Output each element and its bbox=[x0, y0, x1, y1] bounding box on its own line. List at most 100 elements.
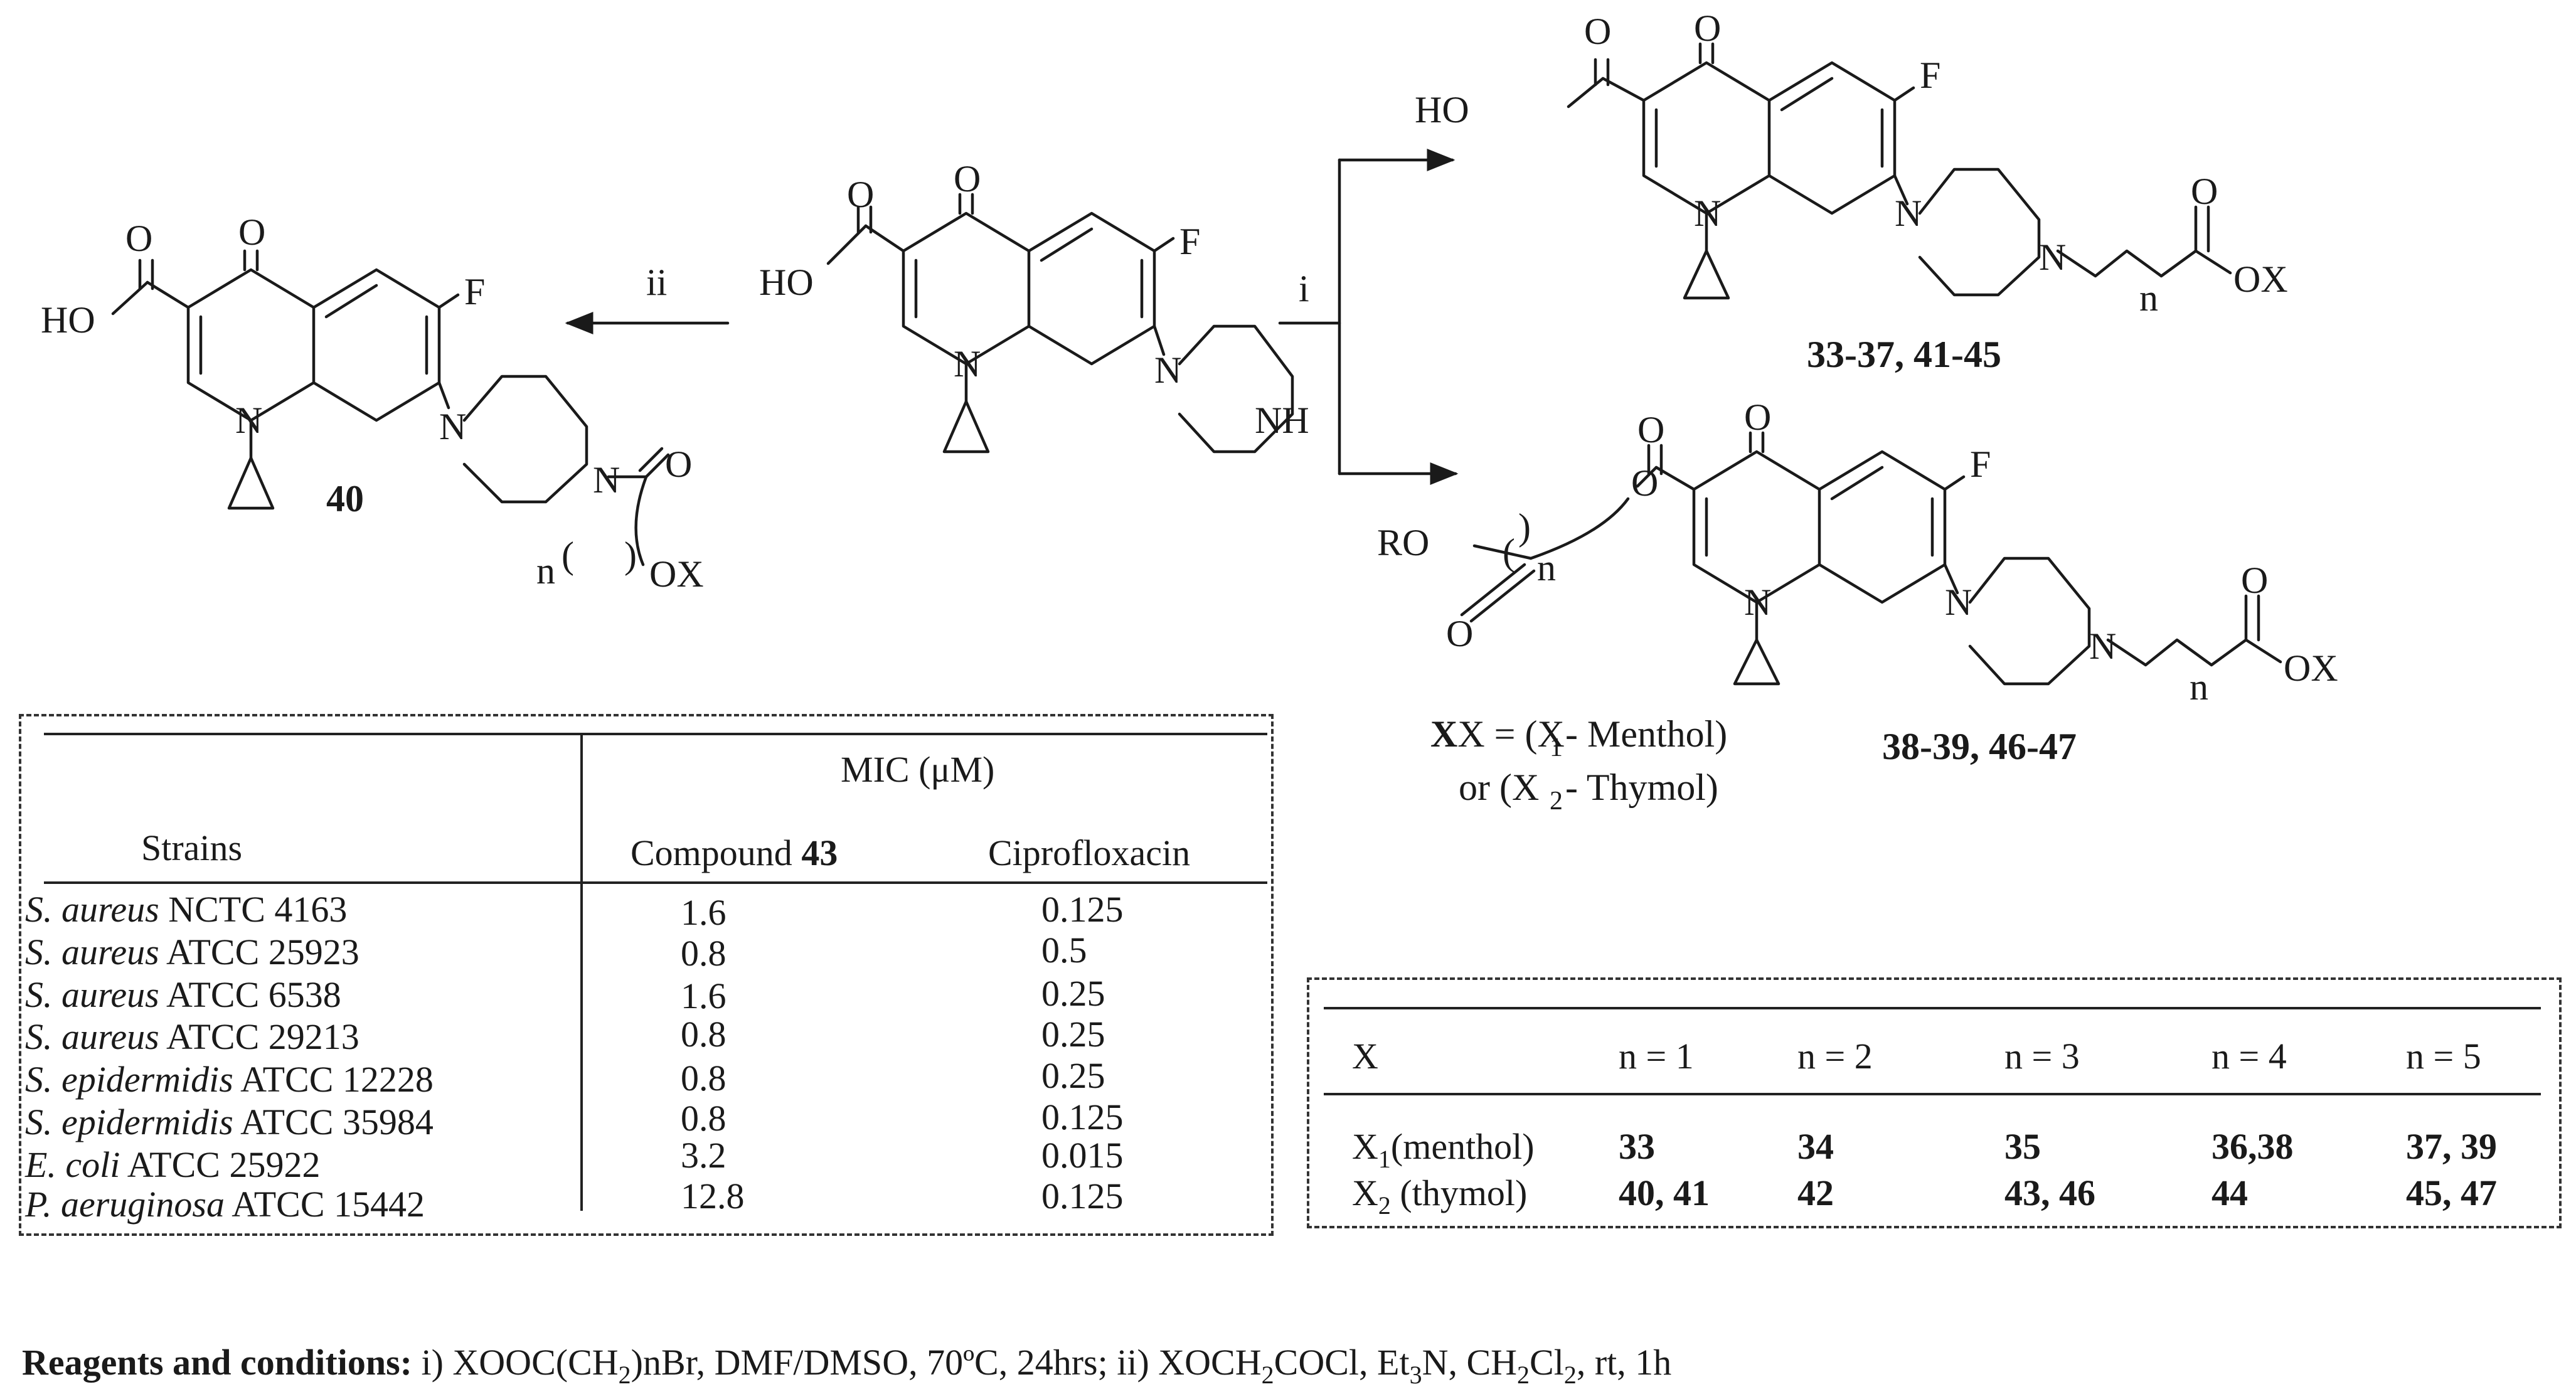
o-label: O bbox=[1631, 462, 1658, 504]
strain-cell: S. epidermidis ATCC 35984 bbox=[25, 1102, 434, 1142]
strain-cell: P. aeruginosa ATCC 15442 bbox=[25, 1184, 425, 1225]
mic-table-box bbox=[19, 714, 1274, 1236]
series-col-n2: n = 2 bbox=[1797, 1036, 1873, 1077]
series-cell: 35 bbox=[2004, 1126, 2041, 1167]
nh-label: NH bbox=[1255, 400, 1309, 441]
series-col-n1: n = 1 bbox=[1619, 1036, 1694, 1077]
strain-cell: S. epidermidis ATCC 12228 bbox=[25, 1059, 434, 1100]
reaction-arrow-i bbox=[1278, 149, 1459, 485]
compound-43-value: 1.6 bbox=[681, 976, 726, 1016]
compound-40-label: 40 bbox=[326, 478, 364, 519]
mic-col-compound: Compound 43 bbox=[631, 832, 838, 873]
x-definition-sub1: 1 bbox=[1550, 733, 1563, 762]
step-i-label: i bbox=[1299, 268, 1309, 309]
strain-cell: E. coli ATCC 25922 bbox=[25, 1144, 321, 1185]
mic-table-divider bbox=[580, 733, 583, 1211]
series-row-label: X1(menthol) bbox=[1352, 1126, 1535, 1174]
x-definition-sub2: 2 bbox=[1550, 787, 1563, 816]
x-definition-line1-post: - Menthol) bbox=[1565, 713, 1727, 755]
bottom-product-structure bbox=[1460, 431, 2282, 686]
paren-right-label: ) bbox=[624, 535, 637, 576]
n-label: N bbox=[1694, 193, 1721, 234]
mic-col-strains: Strains bbox=[141, 827, 243, 868]
n-label: N bbox=[1945, 582, 1972, 623]
ciprofloxacin-value: 0.25 bbox=[1041, 973, 1105, 1014]
ciprofloxacin-value: 0.25 bbox=[1041, 1055, 1105, 1096]
n-label: N bbox=[2089, 625, 2116, 667]
series-col-n5: n = 5 bbox=[2406, 1036, 2481, 1077]
series-cell: 33 bbox=[1619, 1126, 1655, 1167]
series-cell: 45, 47 bbox=[2406, 1173, 2497, 1213]
o-label: O bbox=[1744, 396, 1771, 438]
compound-43-value: 0.8 bbox=[681, 1014, 726, 1055]
series-col-n3: n = 3 bbox=[2004, 1036, 2080, 1077]
series-cell: 36,38 bbox=[2211, 1126, 2294, 1167]
mic-header-group: MIC (μM) bbox=[841, 749, 995, 790]
ciprofloxacin-value: 0.015 bbox=[1041, 1135, 1124, 1176]
o-label: O bbox=[954, 158, 981, 199]
mic-table-header-rule bbox=[44, 881, 1267, 884]
o-label: O bbox=[665, 444, 692, 485]
strain-cell: S. aureus NCTC 4163 bbox=[25, 889, 348, 930]
compound-43-value: 1.6 bbox=[681, 892, 726, 933]
o-label: O bbox=[238, 211, 265, 253]
ho-label: HO bbox=[759, 262, 814, 303]
reaction-scheme: HO O O F N N NH ii i HO O O F bbox=[41, 8, 2338, 816]
o-label: O bbox=[2241, 560, 2268, 601]
ox-label: OX bbox=[649, 553, 704, 595]
o-label: O bbox=[847, 174, 874, 215]
series-table-header-rule bbox=[1324, 1093, 2541, 1095]
n-label: N bbox=[1154, 349, 1181, 391]
compound-43-value: 0.8 bbox=[681, 1098, 726, 1139]
ciprofloxacin-value: 0.125 bbox=[1041, 889, 1124, 930]
mic-table-top-rule bbox=[44, 733, 1267, 735]
series-cell: 44 bbox=[2211, 1173, 2248, 1213]
series-cell: 34 bbox=[1797, 1126, 1834, 1167]
n-subscript-label: n bbox=[2139, 277, 2158, 319]
o-label: O bbox=[125, 218, 152, 259]
series-col-x: X bbox=[1352, 1036, 1378, 1077]
n-label: N bbox=[1895, 193, 1922, 234]
series-cell: 42 bbox=[1797, 1173, 1834, 1213]
n-label: N bbox=[2039, 237, 2066, 278]
series-table-box bbox=[1307, 977, 2562, 1228]
x-definition-line2-post: - Thymol) bbox=[1565, 767, 1718, 808]
f-label: F bbox=[464, 271, 485, 312]
ciprofloxacin-value: 0.125 bbox=[1041, 1176, 1124, 1216]
n-subscript-label: n bbox=[1537, 547, 1556, 588]
ro-label: RO bbox=[1377, 522, 1429, 563]
n-subscript-label: n bbox=[536, 550, 555, 592]
o-label: O bbox=[1637, 409, 1664, 450]
products-top-label: 33-37, 41-45 bbox=[1807, 334, 2001, 375]
x-definition-line1: XX = (X bbox=[1430, 713, 1565, 755]
reagents-footnote: Reagents and conditions: i) XOOC(CH2)nBr… bbox=[22, 1342, 1672, 1390]
series-cell: 40, 41 bbox=[1619, 1173, 1710, 1213]
strain-cell: S. aureus ATCC 6538 bbox=[25, 974, 341, 1015]
o-label: O bbox=[1584, 11, 1611, 52]
paren-right-label: ) bbox=[1518, 506, 1531, 548]
ciprofloxacin-structure bbox=[826, 193, 1294, 454]
ciprofloxacin-value: 0.5 bbox=[1041, 930, 1087, 971]
o-label: O bbox=[1694, 8, 1721, 49]
ox-label: OX bbox=[2233, 258, 2288, 300]
ox-label: OX bbox=[2284, 647, 2338, 689]
compound-43-value: 0.8 bbox=[681, 933, 726, 974]
n-label: N bbox=[954, 343, 981, 385]
ciprofloxacin-value: 0.125 bbox=[1041, 1097, 1124, 1137]
x-definition-line2: or (X bbox=[1459, 767, 1539, 808]
strain-cell: S. aureus ATCC 25923 bbox=[25, 932, 359, 972]
compound-43-value: 0.8 bbox=[681, 1058, 726, 1098]
compound-43-value: 3.2 bbox=[681, 1135, 726, 1176]
f-label: F bbox=[1179, 221, 1200, 262]
n-label: N bbox=[235, 400, 262, 441]
f-label: F bbox=[1920, 55, 1940, 96]
n-label: N bbox=[593, 459, 620, 501]
ho-label: HO bbox=[1415, 89, 1469, 130]
compound-40-structure bbox=[111, 249, 670, 567]
n-subscript-label: n bbox=[2190, 666, 2208, 708]
step-ii-label: ii bbox=[646, 262, 667, 303]
series-cell: 37, 39 bbox=[2406, 1126, 2497, 1167]
compound-43-value: 12.8 bbox=[681, 1176, 745, 1216]
series-cell: 43, 46 bbox=[2004, 1173, 2095, 1213]
strain-cell: S. aureus ATCC 29213 bbox=[25, 1016, 359, 1057]
